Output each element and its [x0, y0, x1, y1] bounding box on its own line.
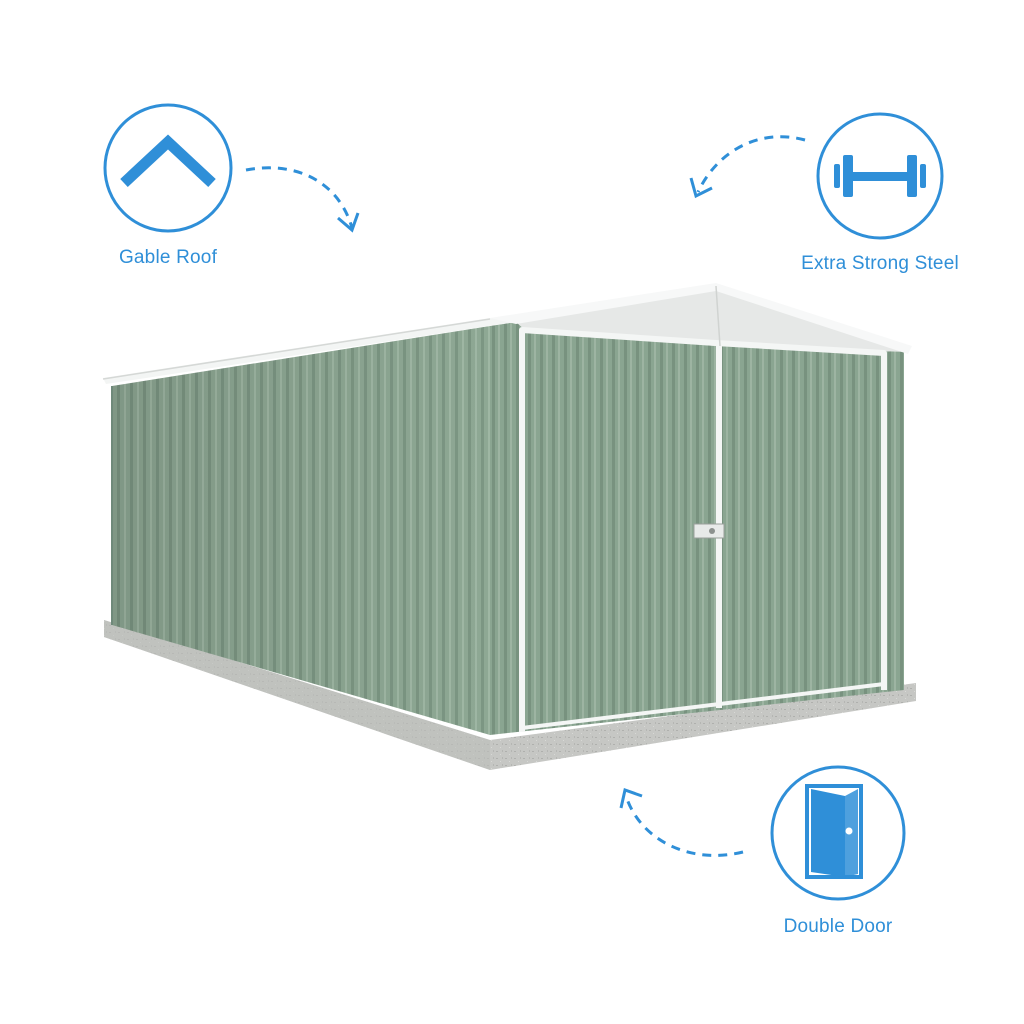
steel-badge: [816, 112, 944, 240]
dumbbell-icon: [834, 155, 926, 197]
door-icon: [805, 784, 863, 879]
concrete-slab: [104, 620, 916, 770]
gable-roof-label: Gable Roof: [118, 247, 218, 268]
gable-roof-arrow: [245, 166, 360, 233]
double-door-badge: [770, 765, 906, 901]
double-door-arrow: [619, 788, 744, 857]
extra-strong-steel-label: Extra Strong Steel: [801, 253, 959, 274]
gable-roof-icon: [120, 134, 216, 188]
shed-side-wall: [111, 326, 490, 735]
double-door-label: Double Door: [783, 916, 893, 937]
door-latch: [693, 523, 725, 539]
gable-roof: [102, 283, 912, 384]
gable-roof-badge: [103, 103, 233, 233]
steel-arrow: [689, 135, 806, 199]
